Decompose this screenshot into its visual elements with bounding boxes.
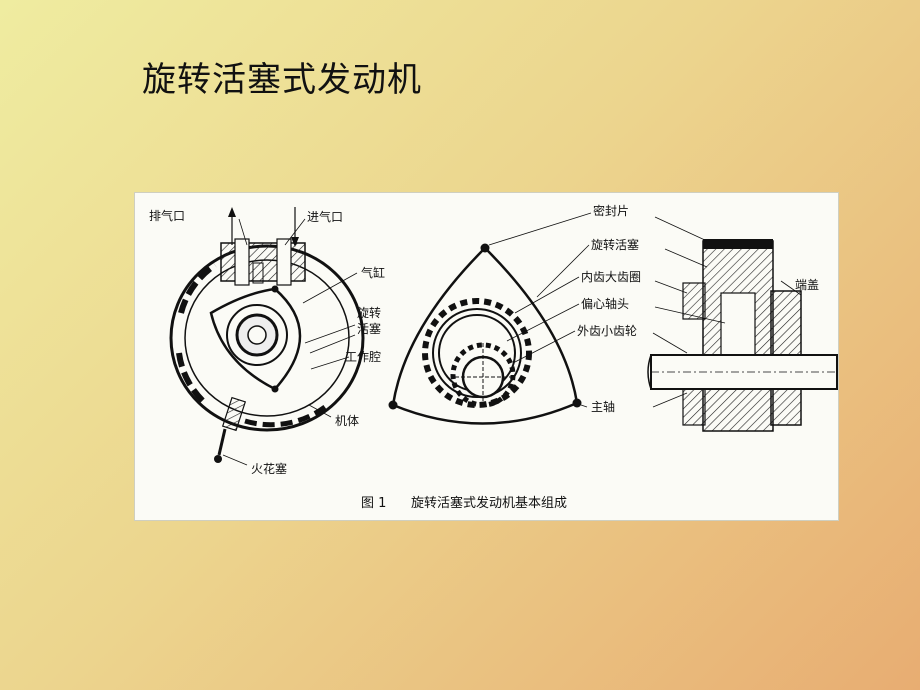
rotor xyxy=(209,287,302,391)
intake-channel xyxy=(276,238,292,286)
label-engine-body: 机体 xyxy=(335,414,359,428)
label-cylinder: 气缸 xyxy=(361,265,385,280)
label-internal-ring-gear: 内齿大齿圈 xyxy=(581,270,641,284)
label-eccentric-shaft-head: 偏心轴头 xyxy=(581,296,629,311)
apex-seal-left xyxy=(388,400,398,410)
apex-seal-top xyxy=(480,243,490,253)
rotor-gear xyxy=(226,304,288,366)
label-intake-port: 进气口 xyxy=(307,209,343,224)
label-spark-plug: 火花塞 xyxy=(251,461,287,476)
engine-diagram-svg: 排气口 进气口 气缸 旋转 活塞 工作腔 机体 火花塞 xyxy=(149,203,838,511)
side-section-diagram xyxy=(647,216,838,432)
rotor-gear-diagram xyxy=(388,212,592,425)
caption-text: 旋转活塞式发动机基本组成 xyxy=(411,495,567,511)
label-end-cover: 端盖 xyxy=(795,278,819,292)
internal-ring-gear-teeth xyxy=(422,298,532,408)
label-seal: 密封片 xyxy=(593,203,629,218)
label-working-chamber: 工作腔 xyxy=(345,349,381,364)
exhaust-channel xyxy=(234,238,250,286)
label-exhaust-port: 排气口 xyxy=(149,208,185,223)
apex-seal-right xyxy=(572,398,582,408)
caption-number: 图 1 xyxy=(361,496,386,511)
seal-strip xyxy=(703,239,773,249)
label-rotary-piston: 旋转活塞 xyxy=(591,237,639,252)
label-rotor-line2: 活塞 xyxy=(357,321,381,336)
label-external-small-gear: 外齿小齿轮 xyxy=(577,324,637,338)
engine-cross-section xyxy=(169,207,365,466)
label-main-shaft: 主轴 xyxy=(591,399,615,414)
slide-title: 旋转活塞式发动机 xyxy=(142,60,422,100)
engine-figure: 排气口 进气口 气缸 旋转 活塞 工作腔 机体 火花塞 xyxy=(134,192,839,521)
label-rotor-line1: 旋转 xyxy=(357,305,381,320)
spark-plug xyxy=(214,396,247,463)
rotary-piston-outline xyxy=(391,246,579,425)
